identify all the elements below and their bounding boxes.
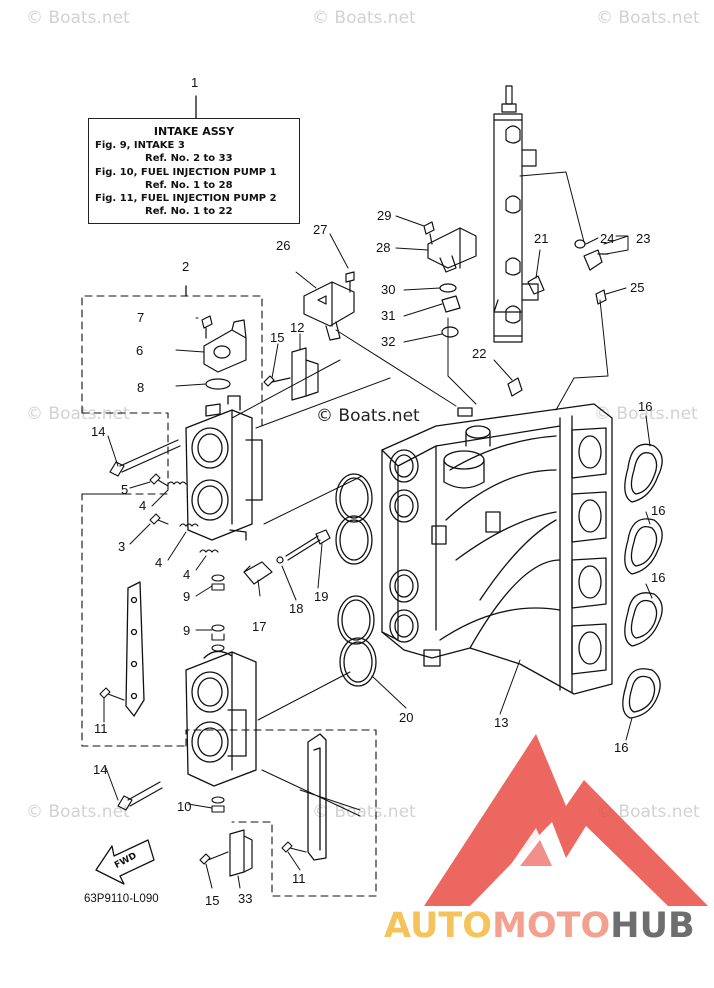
callout-8: 8 bbox=[137, 380, 145, 395]
callout-22: 22 bbox=[472, 346, 487, 361]
callout-16: 16 bbox=[614, 740, 629, 755]
callout-13: 13 bbox=[494, 715, 509, 730]
brand-part: HUB bbox=[610, 906, 695, 946]
callout-31: 31 bbox=[381, 308, 396, 323]
legend-line: Fig. 10, FUEL INJECTION PUMP 1 bbox=[95, 166, 277, 178]
callout-27: 27 bbox=[313, 222, 328, 237]
callout-14: 14 bbox=[91, 424, 106, 439]
brand-logo-mark bbox=[424, 734, 708, 906]
legend-line: Fig. 11, FUEL INJECTION PUMP 2 bbox=[95, 193, 277, 205]
callout-16: 16 bbox=[651, 570, 666, 585]
callout-23: 23 bbox=[636, 231, 651, 246]
watermark: © Boats.net bbox=[312, 8, 416, 28]
tps-sensor-6 bbox=[201, 315, 247, 390]
bracket-plate-11 bbox=[125, 581, 145, 717]
watermark: © Boats.net bbox=[26, 8, 130, 28]
callout-16: 16 bbox=[638, 399, 653, 414]
callout-33: 33 bbox=[238, 891, 253, 906]
callout-4: 4 bbox=[139, 498, 147, 513]
callout-29: 29 bbox=[377, 208, 392, 223]
watermark: © Boats.net bbox=[312, 802, 416, 822]
watermark: © Boats.net bbox=[594, 404, 698, 424]
legend-title: INTAKE ASSY bbox=[153, 125, 235, 138]
gasket-16-set bbox=[622, 443, 663, 719]
callout-10: 10 bbox=[177, 799, 192, 814]
callout-17: 17 bbox=[252, 619, 267, 634]
callout-15: 15 bbox=[205, 893, 220, 908]
callout-21: 21 bbox=[534, 231, 549, 246]
callout-12: 12 bbox=[290, 320, 305, 335]
legend-line: Ref. No. 2 to 33 bbox=[145, 153, 233, 165]
callout-28: 28 bbox=[376, 240, 391, 255]
bracket-plate-right bbox=[307, 733, 327, 861]
callout-25: 25 bbox=[630, 280, 645, 295]
callout-7: 7 bbox=[137, 310, 145, 325]
callout-24: 24 bbox=[600, 231, 615, 246]
brand-part: MOTO bbox=[492, 906, 611, 946]
callout-3: 3 bbox=[118, 539, 126, 554]
assembly-reference-box: INTAKE ASSY Fig. 9, INTAKE 3 Ref. No. 2 … bbox=[88, 118, 300, 224]
callout-15: 15 bbox=[270, 330, 285, 345]
pressure-sensor-26 bbox=[303, 271, 355, 341]
intake-manifold bbox=[381, 403, 613, 695]
o-ring-20-set bbox=[335, 473, 377, 687]
legend-line: Ref. No. 1 to 28 bbox=[145, 179, 233, 191]
callout-6: 6 bbox=[136, 343, 144, 358]
legend-line: Fig. 9, INTAKE 3 bbox=[95, 140, 185, 152]
callout-26: 26 bbox=[276, 238, 291, 253]
fwd-arrow-icon bbox=[95, 839, 155, 885]
callout-30: 30 bbox=[381, 282, 396, 297]
callout-1: 1 bbox=[191, 75, 199, 90]
brand-part: AUTO bbox=[384, 906, 493, 946]
group-outline-2 bbox=[81, 295, 263, 747]
bolt-14-set bbox=[109, 439, 181, 811]
callout-4: 4 bbox=[183, 567, 191, 582]
callout-18: 18 bbox=[289, 601, 304, 616]
figure-code: 63P9110-L090 bbox=[84, 893, 159, 905]
watermark: © Boats.net bbox=[26, 404, 130, 424]
callout-9: 9 bbox=[183, 589, 191, 604]
throttle-body-lower bbox=[185, 650, 257, 787]
watermark: © Boats.net bbox=[596, 8, 700, 28]
callout-4: 4 bbox=[155, 555, 163, 570]
watermark: © Boats.net bbox=[596, 802, 700, 822]
fuel-rail bbox=[493, 85, 539, 343]
callout-11: 11 bbox=[292, 871, 306, 886]
brand-logo-text: AUTOMOTOHUB bbox=[384, 906, 695, 946]
callout-5: 5 bbox=[121, 482, 129, 497]
callout-32: 32 bbox=[381, 334, 396, 349]
callout-2: 2 bbox=[182, 259, 190, 274]
leader-lines bbox=[103, 215, 653, 889]
callout-14: 14 bbox=[93, 762, 108, 777]
callout-11: 11 bbox=[94, 721, 108, 736]
callout-16: 16 bbox=[651, 503, 666, 518]
watermark-center: © Boats.net bbox=[316, 406, 420, 426]
throttle-body-upper bbox=[185, 395, 263, 541]
legend-line: Ref. No. 1 to 22 bbox=[145, 206, 233, 218]
callout-19: 19 bbox=[314, 589, 329, 604]
callout-20: 20 bbox=[399, 710, 414, 725]
watermark: © Boats.net bbox=[26, 802, 130, 822]
group-outline-lower bbox=[185, 729, 377, 897]
callout-9: 9 bbox=[183, 623, 191, 638]
